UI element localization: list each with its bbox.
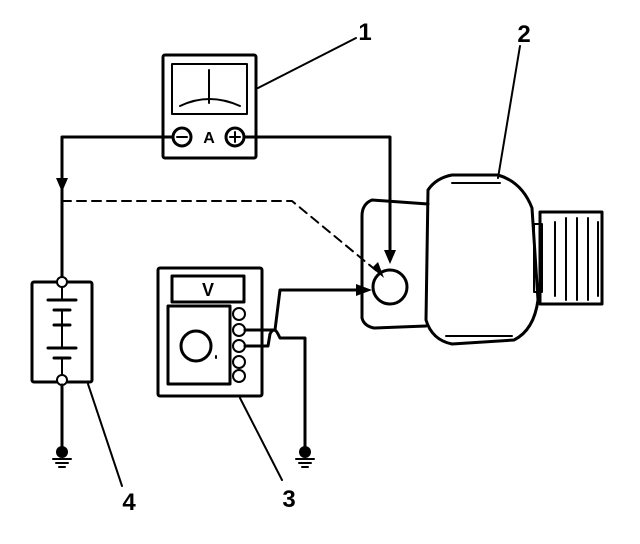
alternator-output-terminal: [371, 268, 409, 306]
voltmeter-unit-symbol: V: [202, 280, 214, 300]
ammeter: A: [161, 53, 258, 160]
voltmeter-negative-lead: [243, 328, 307, 450]
callout-label-battery: 4: [122, 489, 136, 516]
voltmeter: V: [156, 266, 264, 398]
alternator: [360, 173, 604, 346]
ground-icon: [295, 446, 315, 468]
ground-icon: [52, 446, 72, 468]
ammeter-positive-lead: [242, 135, 396, 264]
dashed-bypass-line: [61, 200, 379, 273]
arrow-down-icon: [56, 178, 68, 192]
ammeter-negative-lead: [56, 135, 175, 282]
callout-leader-2: [497, 45, 521, 179]
callout-label-alternator: 2: [517, 21, 530, 48]
callout-leader-3: [239, 397, 283, 481]
callout-leader-1: [257, 37, 357, 89]
arrow-down-icon: [384, 250, 396, 264]
callout-label-ammeter: 1: [358, 19, 371, 46]
battery: [30, 276, 94, 386]
arrow-right-icon: [356, 284, 372, 296]
ammeter-unit-symbol: A: [203, 130, 215, 147]
callout-leader-4: [87, 383, 123, 487]
voltmeter-positive-lead: [243, 284, 372, 332]
callout-label-voltmeter: 3: [282, 486, 295, 513]
